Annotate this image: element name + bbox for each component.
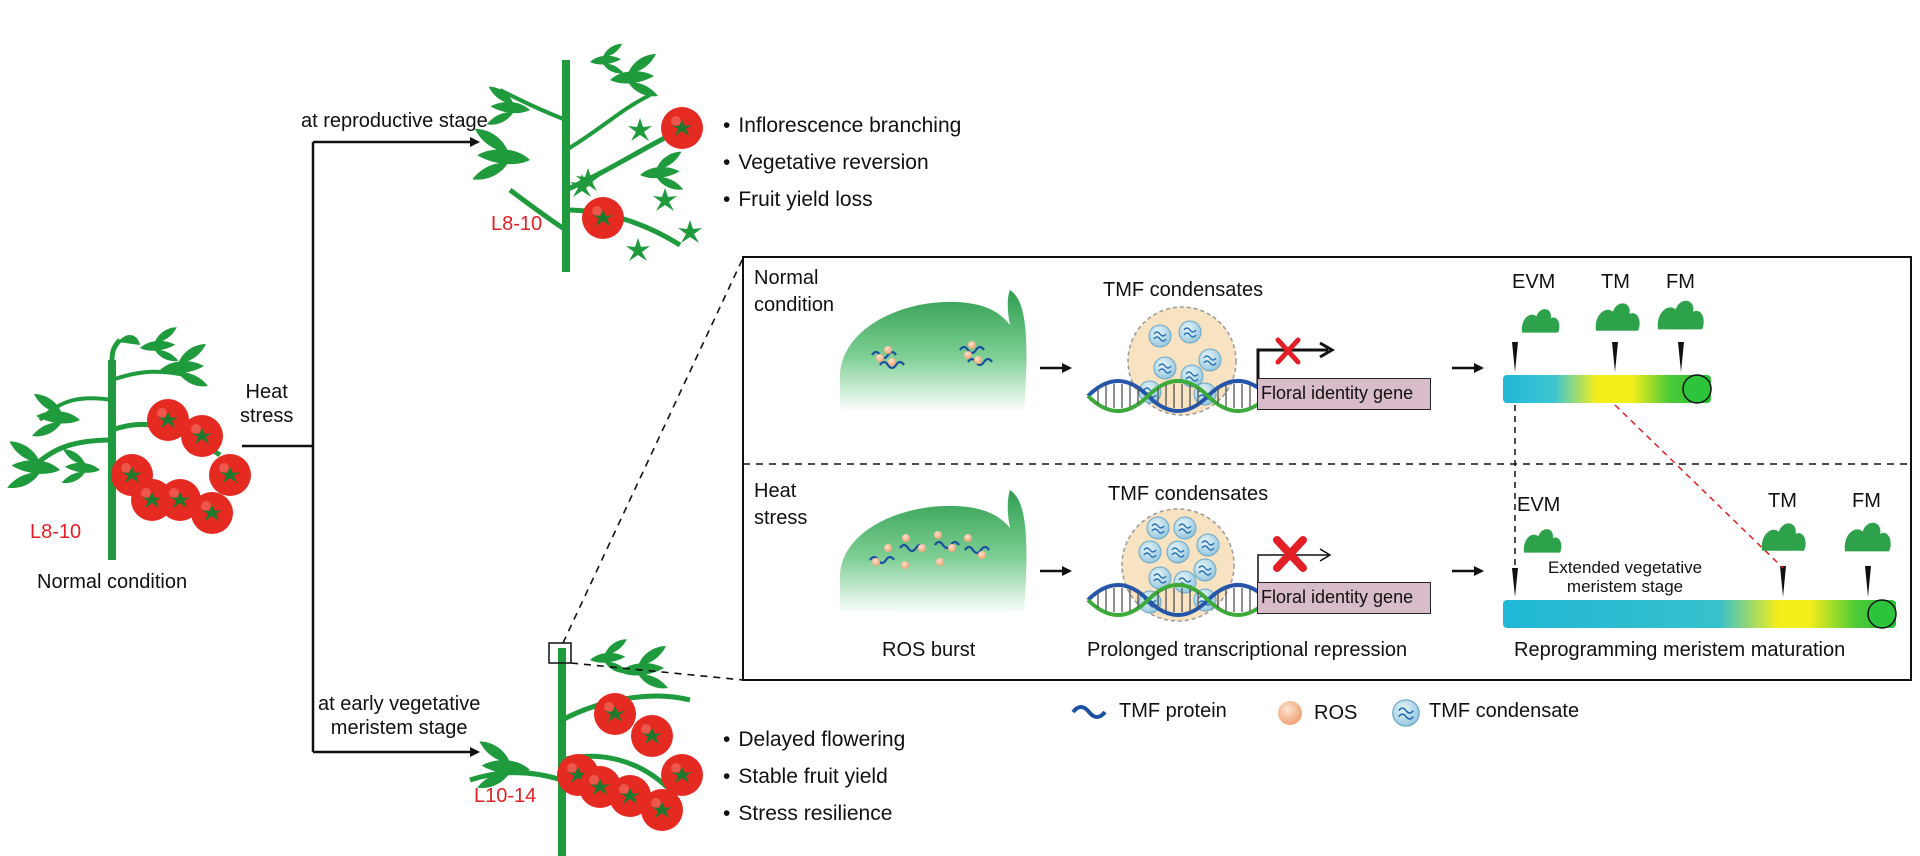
- legend-ros-label: ROS: [1314, 702, 1358, 724]
- stage-evm-heat: EVM: [1517, 494, 1561, 516]
- outcomes-reproductive: Inflorescence branching Vegetative rever…: [723, 107, 961, 218]
- meristem-dome-icon-normal: [839, 290, 1027, 412]
- ros-bead-icon: [1278, 701, 1302, 725]
- stage-fm-heat: FM: [1852, 490, 1881, 512]
- zoom-lines: [562, 257, 744, 681]
- condensate-title-normal: TMF condensates: [1103, 279, 1264, 301]
- condition-label-normal: Normal condition: [754, 267, 835, 316]
- wavy-protein-icon: [1071, 705, 1107, 719]
- legend-condensate-label: TMF condensate: [1429, 700, 1580, 722]
- stage-tm-normal: TM: [1601, 271, 1630, 293]
- condensate-droplet-icon: [1391, 698, 1421, 728]
- maturation-bar-heat: [1503, 600, 1896, 628]
- floral-gene-box-heat: Floral identity gene: [1257, 582, 1431, 614]
- outcome-item: Inflorescence branching: [723, 107, 961, 144]
- stage-label-vegetative: L10-14: [474, 785, 537, 807]
- red-x-icon-heat: [1273, 536, 1307, 572]
- branch-label-vegetative: at early vegetative meristem stage: [318, 693, 481, 739]
- stage-evm-normal: EVM: [1512, 271, 1556, 293]
- caption-maturation: Reprogramming meristem maturation: [1514, 639, 1846, 661]
- maturation-bar-normal: [1503, 375, 1711, 403]
- outcome-item: Stress resilience: [723, 795, 905, 832]
- mechanism-panel: [742, 256, 1912, 681]
- caption-repression: Prolonged transcriptional repression: [1087, 639, 1408, 661]
- stage-fm-normal: FM: [1666, 271, 1695, 293]
- stage-label-normal: L8-10: [30, 521, 82, 543]
- floral-gene-box-normal: Floral identity gene: [1257, 378, 1431, 410]
- outcome-item: Fruit yield loss: [723, 181, 961, 218]
- branch-arrows: [242, 137, 480, 757]
- caption-ros-burst: ROS burst: [882, 639, 976, 661]
- heat-stress-trigger: Heat stress: [240, 381, 294, 427]
- stage-tm-heat: TM: [1768, 490, 1797, 512]
- red-x-icon-normal: [1275, 337, 1301, 365]
- outcome-item: Stable fruit yield: [723, 758, 905, 795]
- stage-label-reproductive: L8-10: [491, 213, 543, 235]
- condensate-title-heat: TMF condensates: [1108, 483, 1269, 505]
- normal-plant-caption: Normal condition: [37, 571, 188, 593]
- branch-label-reproductive: at reproductive stage: [301, 110, 488, 132]
- tomato-plant-normal: [7, 327, 251, 560]
- legend-icons: [1071, 698, 1421, 728]
- outcomes-vegetative: Delayed flowering Stable fruit yield Str…: [723, 721, 905, 832]
- extended-vegetative-note: Extended vegetative meristem stage: [1548, 558, 1703, 596]
- tomato-plant-vegetative: [469, 639, 703, 856]
- tomato-plant-reproductive: [472, 43, 703, 272]
- outcome-item: Delayed flowering: [723, 721, 905, 758]
- condensate-heat: [1121, 508, 1235, 622]
- meristem-dome-icon-heat: [839, 490, 1027, 614]
- condition-label-heat: Heat stress: [754, 480, 808, 529]
- legend-protein-label: TMF protein: [1119, 700, 1227, 722]
- outcome-item: Vegetative reversion: [723, 144, 961, 181]
